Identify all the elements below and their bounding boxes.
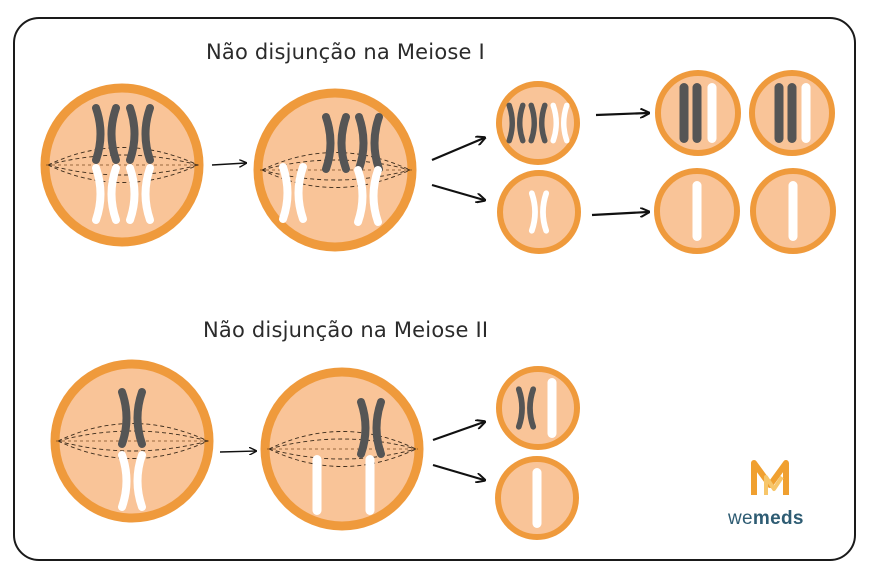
arrow (431, 138, 484, 162)
arrow (432, 422, 484, 442)
arrow (219, 451, 256, 452)
brand-wordmark: wemeds (728, 508, 804, 529)
gamete-m1-1 (655, 70, 741, 156)
cell-m1-daughter-monosomic (497, 170, 581, 254)
cell-m1-daughter-disomic (496, 81, 580, 165)
gamete-m1-3 (654, 168, 740, 254)
cell-m2-daughter-monosomic (495, 456, 579, 540)
arrow (431, 183, 484, 200)
arrow (595, 113, 648, 115)
arrow (432, 463, 484, 480)
cell-m2-parent (50, 359, 214, 523)
cell-m1-dividing (253, 88, 417, 252)
title-meiosis-1: Não disjunção na Meiose I (206, 40, 485, 64)
cell-m2-dividing (260, 367, 424, 531)
wemeds-logo-icon (751, 460, 789, 495)
title-meiosis-2: Não disjunção na Meiose II (203, 318, 489, 342)
cell-m1-parent (40, 83, 204, 247)
arrow (211, 163, 246, 165)
gamete-m1-2 (749, 70, 835, 156)
arrow (591, 212, 648, 215)
cell-m2-daughter-disomic (496, 366, 580, 450)
gamete-m1-4 (750, 168, 836, 254)
spindle (47, 147, 199, 183)
